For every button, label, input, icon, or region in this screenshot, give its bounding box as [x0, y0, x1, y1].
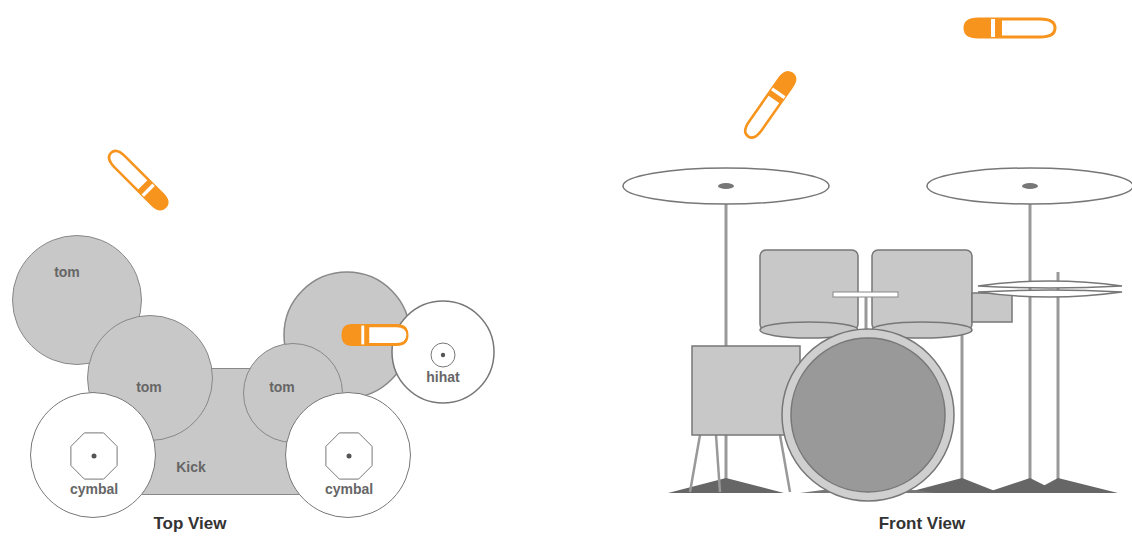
- drum-label: Kick: [176, 460, 206, 474]
- drum-label: cymbal: [70, 482, 118, 496]
- view-caption: Top View: [153, 515, 226, 532]
- cymbal-bell: [286, 393, 412, 519]
- cymbal: cymbal: [285, 392, 411, 518]
- hihat-cymbal: hihat: [391, 300, 495, 404]
- cymbal: cymbal: [30, 392, 156, 518]
- drum-label: hihat: [426, 370, 459, 384]
- hihat-outline: [391, 300, 495, 404]
- drum-label: cymbal: [325, 482, 373, 496]
- drum-label: tom: [54, 265, 80, 279]
- drum-label: tom: [269, 380, 295, 394]
- cymbal-bell: [31, 393, 157, 519]
- drum-label: tom: [136, 380, 162, 394]
- view-caption: Front View: [879, 515, 966, 532]
